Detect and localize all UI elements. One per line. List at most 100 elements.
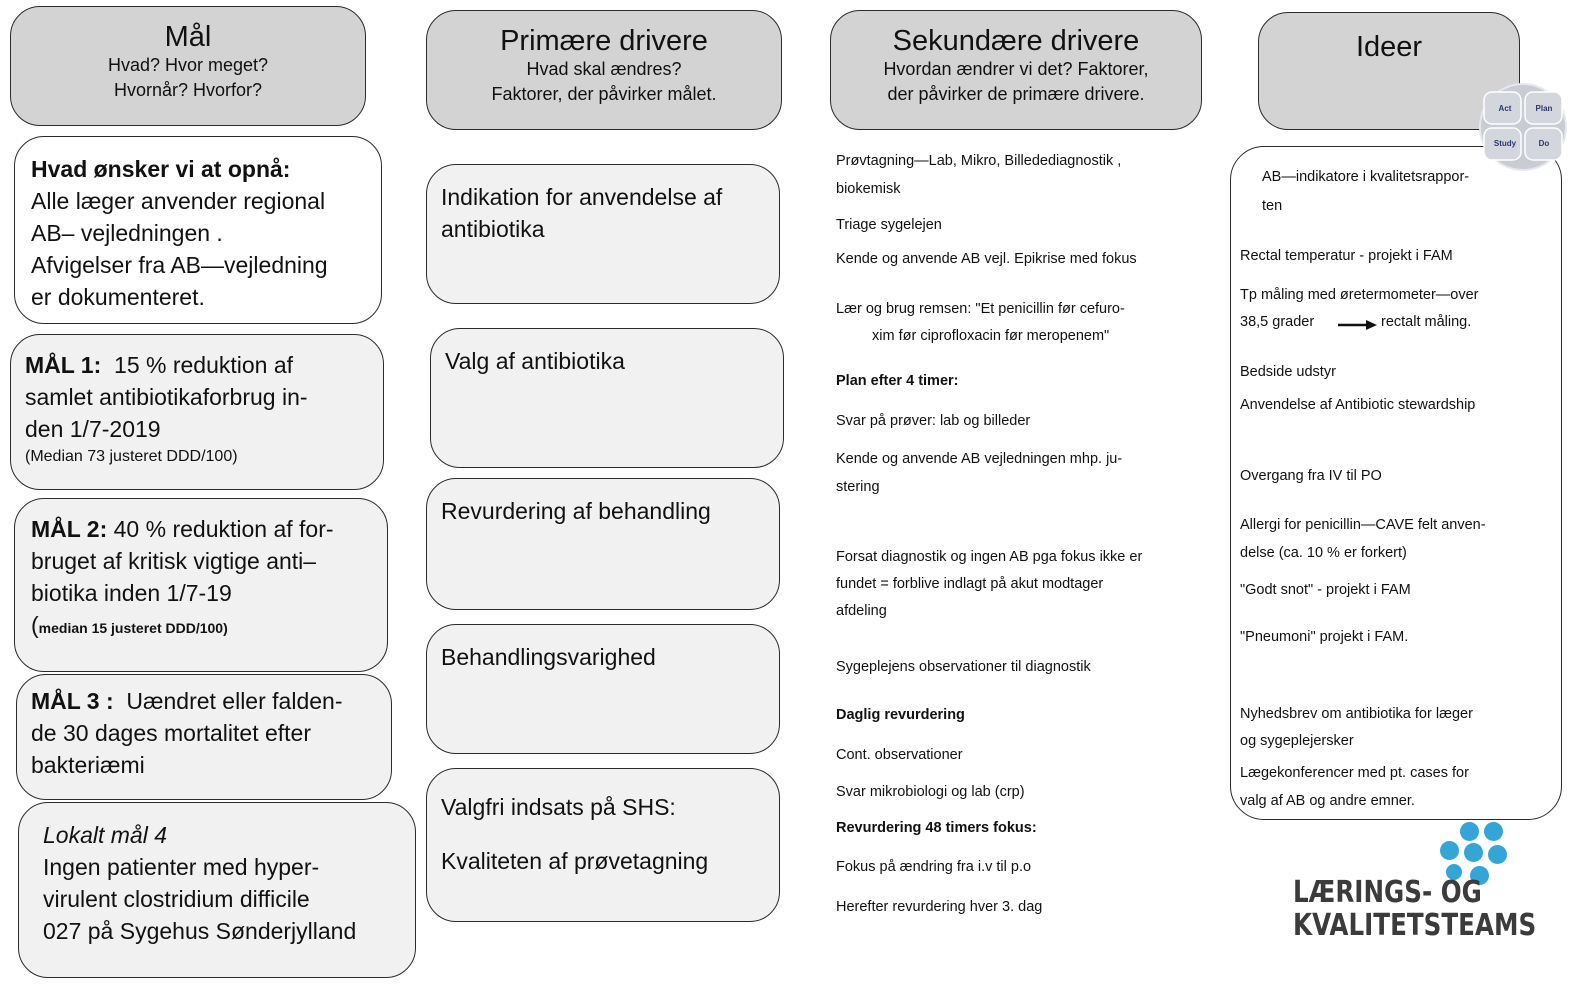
header-maal-subtitle-2: Hvornår? Hvorfor? xyxy=(113,80,263,100)
secondary-item: Revurdering 48 timers fokus: xyxy=(836,820,1037,836)
idea-item: "Pneumoni" projekt i FAM. xyxy=(1240,629,1409,645)
goal-maal2-label: MÅL 2: xyxy=(31,516,108,542)
goal-intro-box: Hvad ønsker vi at opnå: Alle læger anven… xyxy=(14,136,382,324)
idea-item: AB—indikatore i kvalitetsrappor- xyxy=(1262,169,1470,185)
goal-intro-line-3: Afvigelser fra AB—vejledning xyxy=(31,252,328,278)
header-sekundaere-subtitle-1: Hvordan ændrer vi det? Faktorer, xyxy=(883,59,1149,79)
header-maal: Mål Hvad? Hvor meget? Hvornår? Hvorfor? xyxy=(10,6,366,126)
primary-driver-5-line-2: Kvaliteten af prøvetagning xyxy=(441,848,709,874)
primary-driver-1-line-2: antibiotika xyxy=(441,216,545,242)
logo-dot xyxy=(1460,822,1479,841)
idea-item: Nyhedsbrev om antibiotika for læger xyxy=(1240,706,1473,722)
primary-driver-5: Valgfri indsats på SHS: Kvaliteten af pr… xyxy=(426,768,780,922)
header-maal-title: Mål xyxy=(164,21,212,53)
header-ideer-title: Ideer xyxy=(1355,31,1423,63)
goal-maal2-line-1: 40 % reduktion af for- xyxy=(113,516,334,542)
secondary-item: biokemisk xyxy=(836,181,901,197)
goal-intro-line-1: Alle læger anvender regional xyxy=(31,188,326,214)
idea-item: ten xyxy=(1262,198,1283,214)
idea-item: Rectal temperatur - projekt i FAM xyxy=(1240,248,1453,264)
goal-maal3-label: MÅL 3 : xyxy=(31,688,114,714)
idea-item: Tp måling med øretermometer—over xyxy=(1240,287,1479,303)
primary-driver-1-line-1: Indikation for anvendelse af xyxy=(441,184,723,210)
pdsa-cycle-icon: Act Plan Study Do xyxy=(1479,83,1567,171)
secondary-item: Svar på prøver: lab og billeder xyxy=(836,413,1031,429)
idea-item: "Godt snot" - projekt i FAM xyxy=(1240,582,1411,598)
header-primaere-title: Primære drivere xyxy=(500,25,708,57)
idea-item: Anvendelse af Antibiotic stewardship xyxy=(1240,397,1476,413)
goal-maal1-line-3: den 1/7-2019 xyxy=(25,416,161,442)
idea-item: delse (ca. 10 % er forkert) xyxy=(1240,545,1407,561)
idea-item: Allergi for penicillin—CAVE felt anven- xyxy=(1240,517,1486,533)
goal-maal2-note: median 15 justeret DDD/100) xyxy=(38,620,228,636)
header-ideer: Ideer xyxy=(1258,12,1520,130)
logo-dot xyxy=(1484,822,1503,841)
secondary-item: Svar mikrobiologi og lab (crp) xyxy=(836,784,1025,800)
goal-intro-line-4: er dokumenteret. xyxy=(31,284,205,310)
goal-maal3-line-2: de 30 dages mortalitet efter xyxy=(31,720,311,746)
primary-driver-2: Valg af antibiotika xyxy=(430,328,784,468)
logo-text: LÆRINGS- OG KVALITETSTEAMS xyxy=(1293,876,1536,942)
goal-maal1-line-2: samlet antibiotikaforbrug in- xyxy=(25,384,308,410)
goal-maal4-line-1: Ingen patienter med hyper- xyxy=(43,854,320,880)
primary-driver-4: Behandlingsvarighed xyxy=(426,624,780,754)
secondary-item: Triage sygelejen xyxy=(836,217,942,233)
goal-maal4-line-3: 027 på Sygehus Sønderjylland xyxy=(43,918,357,944)
primary-driver-4-line-1: Behandlingsvarighed xyxy=(441,644,656,670)
idea-item: valg af AB og andre emner. xyxy=(1240,793,1415,809)
pdsa-do-label: Do xyxy=(1539,139,1550,148)
logo-dot xyxy=(1446,864,1462,880)
header-sekundaere-title: Sekundære drivere xyxy=(892,25,1140,57)
logo-text-line-1: LÆRINGS- OG xyxy=(1293,875,1482,910)
idea-item: Lægekonferencer med pt. cases for xyxy=(1240,765,1469,781)
logo-dot xyxy=(1488,845,1507,864)
pdsa-act-label: Act xyxy=(1499,104,1512,113)
goal-maal1-line-1: 15 % reduktion af xyxy=(114,352,294,378)
goal-maal1-label: MÅL 1: xyxy=(25,352,102,378)
idea-item: rectalt måling. xyxy=(1381,314,1472,330)
primary-driver-2-line-1: Valg af antibiotika xyxy=(445,348,625,374)
secondary-item: Plan efter 4 timer: xyxy=(836,373,959,389)
secondary-item: Kende og anvende AB vejledningen mhp. ju… xyxy=(836,451,1123,467)
logo-text-line-2: KVALITETSTEAMS xyxy=(1293,908,1537,943)
goal-maal3-box: MÅL 3 : Uændret eller falden- de 30 dage… xyxy=(16,674,392,800)
header-sekundaere-drivere: Sekundære drivere Hvordan ændrer vi det?… xyxy=(830,10,1202,130)
header-maal-subtitle-1: Hvad? Hvor meget? xyxy=(107,55,269,75)
pdsa-plan-label: Plan xyxy=(1536,104,1553,113)
goal-intro-line-2: AB– vejledningen . xyxy=(31,220,223,246)
secondary-item: xim før ciprofloxacin før meropenem" xyxy=(872,328,1110,344)
goal-maal2-line-2: bruget af kritisk vigtige anti– xyxy=(31,548,317,574)
logo-dot xyxy=(1464,843,1483,862)
pdsa-study-label: Study xyxy=(1494,139,1517,148)
goal-maal3-line-1: Uændret eller falden- xyxy=(126,688,343,714)
logo-dot xyxy=(1440,841,1459,860)
secondary-item: Daglig revurdering xyxy=(836,707,965,723)
goal-maal2-line-3: biotika inden 1/7-19 xyxy=(31,580,232,606)
logo-dot xyxy=(1470,866,1489,885)
secondary-item: Herefter revurdering hver 3. dag xyxy=(836,899,1043,915)
idea-item: Bedside udstyr xyxy=(1240,364,1336,380)
goal-maal4-heading: Lokalt mål 4 xyxy=(43,822,168,848)
header-sekundaere-subtitle-2: der påvirker de primære drivere. xyxy=(887,84,1145,104)
secondary-item: Fokus på ændring fra i.v til p.o xyxy=(836,859,1032,875)
primary-driver-1: Indikation for anvendelse af antibiotika xyxy=(426,164,780,304)
secondary-item: fundet = forblive indlagt på akut modtag… xyxy=(836,576,1104,592)
goal-maal2-note-paren: ( xyxy=(31,612,39,638)
secondary-item: afdeling xyxy=(836,603,887,619)
secondary-item: Sygeplejens observationer til diagnostik xyxy=(836,659,1091,675)
arrow-right-icon xyxy=(1338,320,1377,330)
secondary-item: stering xyxy=(836,479,880,495)
goal-maal2-box: MÅL 2: 40 % reduktion af for- bruget af … xyxy=(14,498,388,672)
header-primaere-subtitle-1: Hvad skal ændres? xyxy=(526,59,682,79)
header-primaere-subtitle-2: Faktorer, der påvirker målet. xyxy=(491,84,717,104)
secondary-item: Cont. observationer xyxy=(836,747,963,763)
goal-intro-heading: Hvad ønsker vi at opnå: xyxy=(31,156,291,182)
goal-maal3-line-3: bakteriæmi xyxy=(31,752,145,778)
primary-driver-3-line-1: Revurdering af behandling xyxy=(441,498,711,524)
secondary-item: Lær og brug remsen: "Et penicillin før c… xyxy=(836,301,1125,317)
secondary-item: Prøvtagning—Lab, Mikro, Billedediagnosti… xyxy=(836,153,1122,169)
header-primaere-drivere: Primære drivere Hvad skal ændres? Faktor… xyxy=(426,10,782,130)
secondary-item: Kende og anvende AB vejl. Epikrise med f… xyxy=(836,251,1137,267)
goal-maal1-note: (Median 73 justeret DDD/100) xyxy=(25,448,238,465)
idea-item: og sygeplejersker xyxy=(1240,733,1354,749)
